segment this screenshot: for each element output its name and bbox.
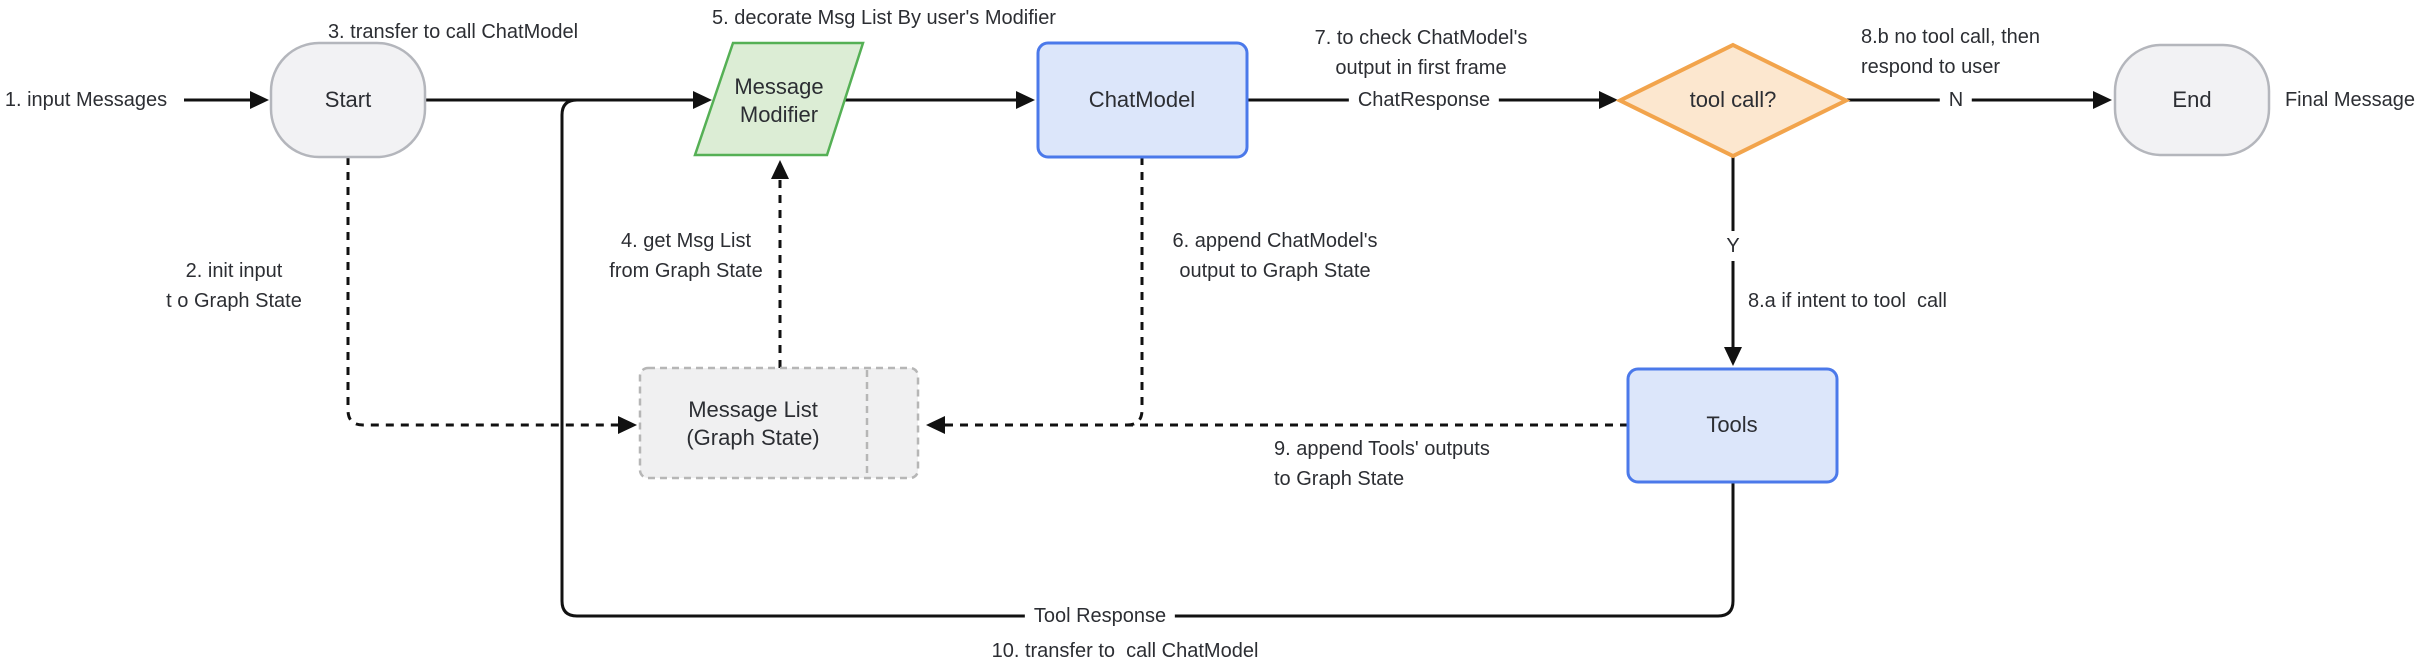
chatmodel-node-shape [1036,41,1249,159]
tool-call-decision-label: tool call? [1689,87,1777,112]
label-final-message: Final Message [2284,89,2416,111]
start-node-shape [269,41,427,159]
arrowhead-into-tools [1724,347,1742,366]
message-list-node-label: Message List(Graph State) [686,397,820,450]
tools-node-label: Tools [1706,412,1758,437]
tool-call-decision-shape [1615,42,1851,159]
arrowhead-into-end [2093,91,2112,109]
edge-chatmodel-to-messagelist-dashed [1126,157,1144,427]
label-no: N [1939,85,1973,115]
message-modifier-node-shape [693,41,865,157]
start-node-label: Start [324,87,372,112]
label-decorate-msg-list: 5. decorate Msg List By user's Modifier [712,7,1056,29]
arrowhead-into-messagelist-left [618,416,637,434]
arrowhead-into-start [250,91,269,109]
label-input-messages: 1. input Messages [4,89,168,111]
arrowhead-into-decision [1599,91,1618,109]
end-node-shape [2113,43,2271,157]
label-chat-response: ChatResponse [1348,85,1500,115]
arrowhead-into-chatmodel [1016,91,1035,109]
arrowhead-into-modifier-bottom [771,160,789,179]
arrowhead-into-modifier [693,91,712,109]
label-transfer-10: 10. transfer to call ChatModel [991,640,1259,662]
end-node-label: End [2172,87,2212,112]
message-list-node-shape [638,366,920,480]
label-transfer-to-call-chatmodel: 3. transfer to call ChatModel [327,21,579,43]
chatmodel-node-label: ChatModel [1088,87,1196,112]
label-yes: Y [1717,231,1749,261]
edge-tools-response-loop [560,98,1735,618]
edge-start-to-messagelist-dashed [346,157,620,427]
tools-node-shape [1626,367,1839,484]
label-intent-tool-call: 8.a if intent to tool call [1748,290,1948,312]
label-tool-response: Tool Response [1024,601,1176,631]
arrowhead-into-messagelist-right [926,416,945,434]
